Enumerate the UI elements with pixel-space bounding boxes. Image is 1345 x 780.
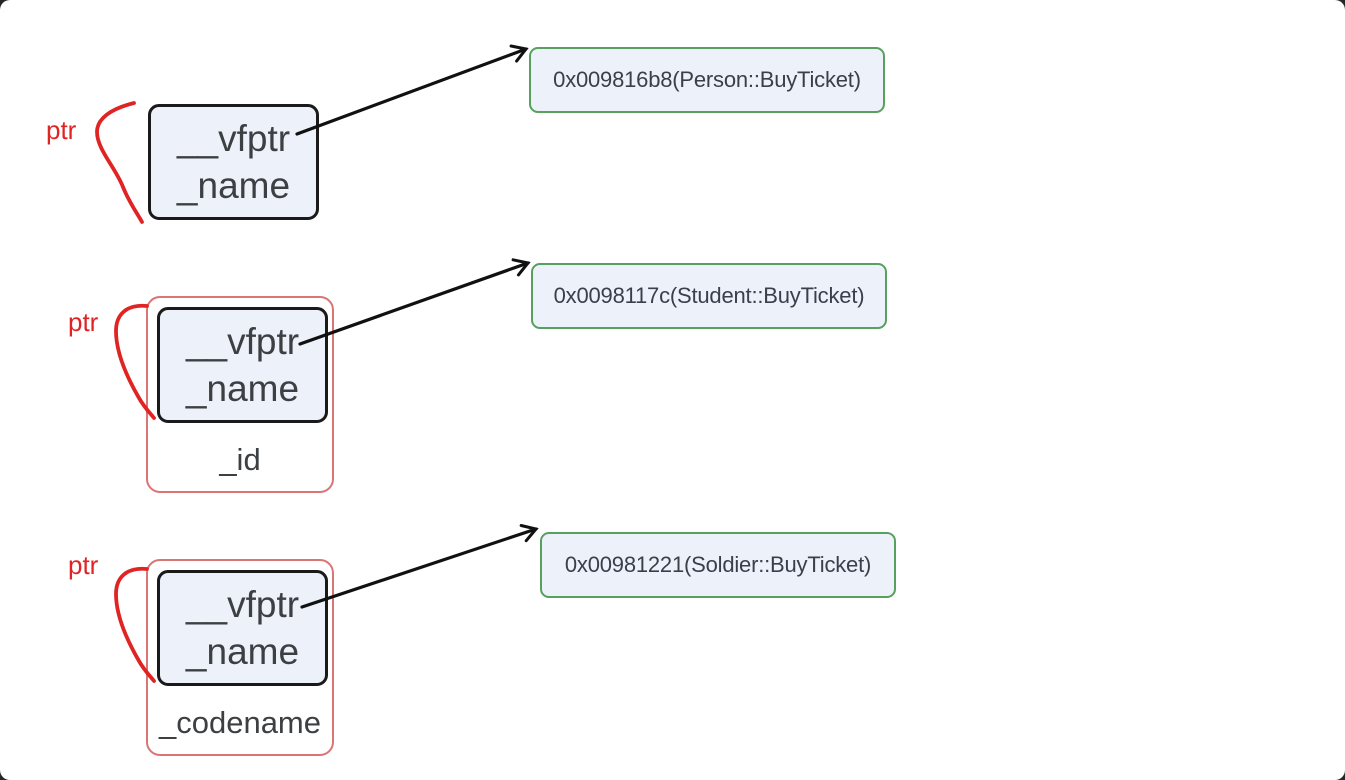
vtable-entry-student: 0x0098117c(Student::BuyTicket) [531, 263, 887, 329]
member-name: _name [185, 368, 300, 409]
vfptr-arrow-person [295, 44, 529, 136]
record-label-id: _id [219, 442, 261, 477]
ptr-label-student: ptr [68, 307, 99, 337]
ptr-label-person: ptr [46, 115, 77, 145]
vfptr-arrow-soldier [300, 524, 539, 609]
ptr-label-soldier: ptr [68, 550, 99, 580]
soldier-object-box: __vfptr _name [157, 570, 328, 686]
member-vfptr: __vfptr [176, 118, 291, 159]
vtable-entry-person: 0x009816b8(Person::BuyTicket) [529, 47, 885, 113]
member-vfptr: __vfptr [185, 584, 300, 625]
ptr-brace-person [95, 101, 144, 224]
member-vfptr: __vfptr [185, 321, 300, 362]
vtable-entry-student-text: 0x0098117c(Student::BuyTicket) [553, 283, 865, 308]
member-name: _name [185, 631, 300, 672]
vtable-entry-person-text: 0x009816b8(Person::BuyTicket) [553, 67, 861, 92]
vtable-entry-soldier-text: 0x00981221(Soldier::BuyTicket) [564, 552, 872, 577]
person-object-box: __vfptr _name [148, 104, 319, 220]
record-label-codename: _codename [158, 705, 321, 740]
member-name: _name [176, 165, 291, 206]
vtable-entry-soldier: 0x00981221(Soldier::BuyTicket) [540, 532, 896, 598]
student-object-box: __vfptr _name [157, 307, 328, 423]
vfptr-arrow-student [298, 258, 531, 346]
